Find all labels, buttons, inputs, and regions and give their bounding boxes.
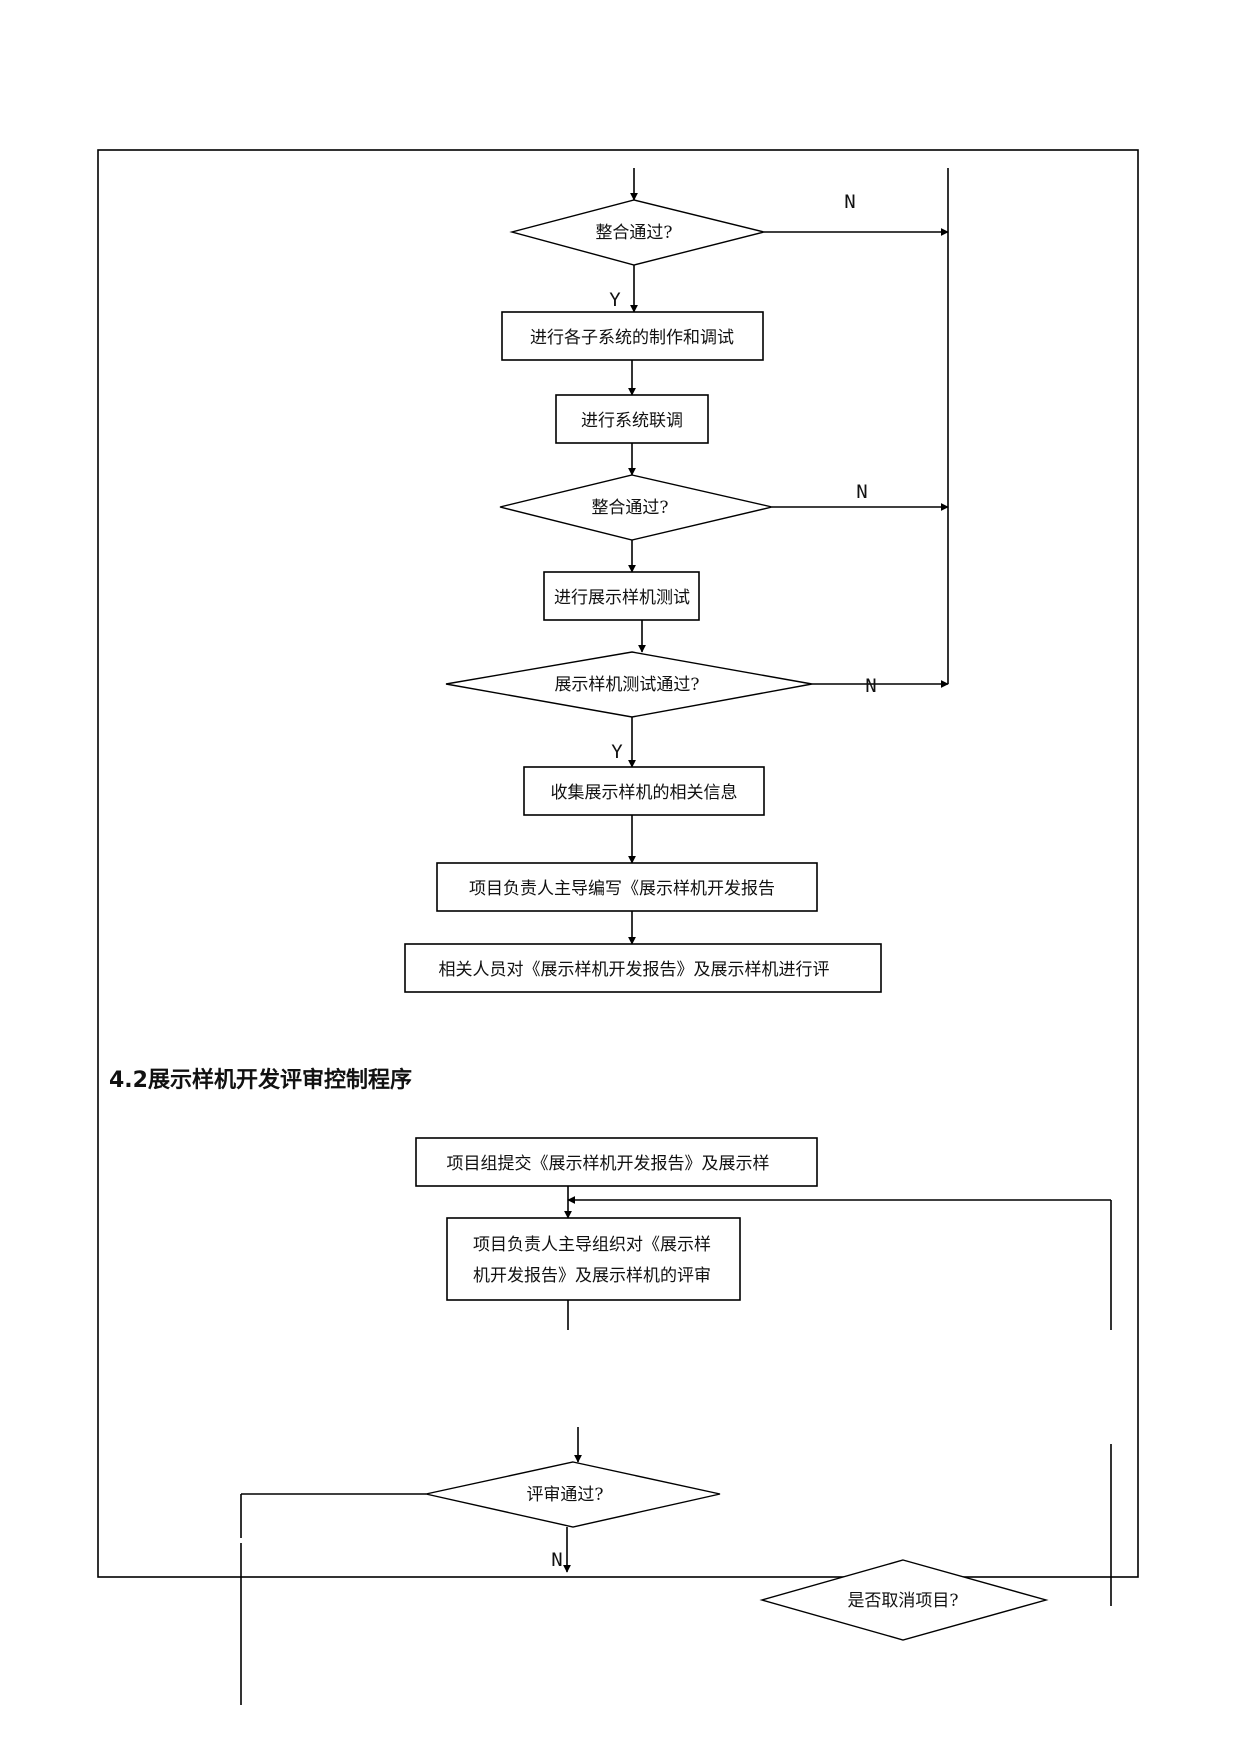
- step-collect-label: 收集展示样机的相关信息: [551, 783, 738, 803]
- step-organize-label-line2: 机开发报告》及展示样机的评审: [473, 1266, 711, 1286]
- step-review-report-box: [404, 943, 882, 993]
- step-subsystems-label: 进行各子系统的制作和调试: [530, 328, 734, 348]
- yes-label-1: Y: [609, 289, 621, 311]
- step-organize-box: [446, 1217, 741, 1301]
- step-submit-label: 项目组提交《展示样机开发报告》及展示样: [447, 1154, 770, 1174]
- decision-cancel: [759, 1559, 1049, 1641]
- step-subsystems-box: [501, 311, 764, 361]
- no-label-2: N: [856, 481, 867, 503]
- step-joint-debug-box: [555, 394, 709, 444]
- yes-label-2: Y: [611, 741, 623, 763]
- section-heading: 4.2展示样机开发评审控制程序: [109, 1068, 412, 1093]
- page-frame: [97, 149, 1139, 1578]
- step-collect-box: [523, 766, 765, 816]
- step-test-box: [543, 571, 700, 621]
- no-label-4: N: [551, 1549, 562, 1571]
- no-label-1: N: [844, 191, 855, 213]
- decision-review-pass-label: 评审通过?: [526, 1485, 603, 1505]
- step-review-report-label: 相关人员对《展示样机开发报告》及展示样机进行评: [439, 960, 830, 980]
- step-test-label: 进行展示样机测试: [554, 588, 690, 608]
- step-joint-debug-label: 进行系统联调: [581, 411, 683, 431]
- decision-integrate-1-label: 整合通过?: [595, 223, 672, 243]
- step-write-report-label: 项目负责人主导编写《展示样机开发报告: [469, 879, 775, 899]
- decision-integrate-2-label: 整合通过?: [591, 498, 668, 518]
- step-submit-box: [415, 1137, 818, 1187]
- decision-cancel-label: 是否取消项目?: [847, 1591, 958, 1611]
- step-organize-label-line1: 项目负责人主导组织对《展示样: [473, 1235, 711, 1255]
- step-write-report-box: [436, 862, 818, 912]
- decision-test-pass-label: 展示样机测试通过?: [554, 675, 699, 695]
- decision-review-pass: [425, 1461, 721, 1528]
- no-label-3: N: [865, 675, 876, 697]
